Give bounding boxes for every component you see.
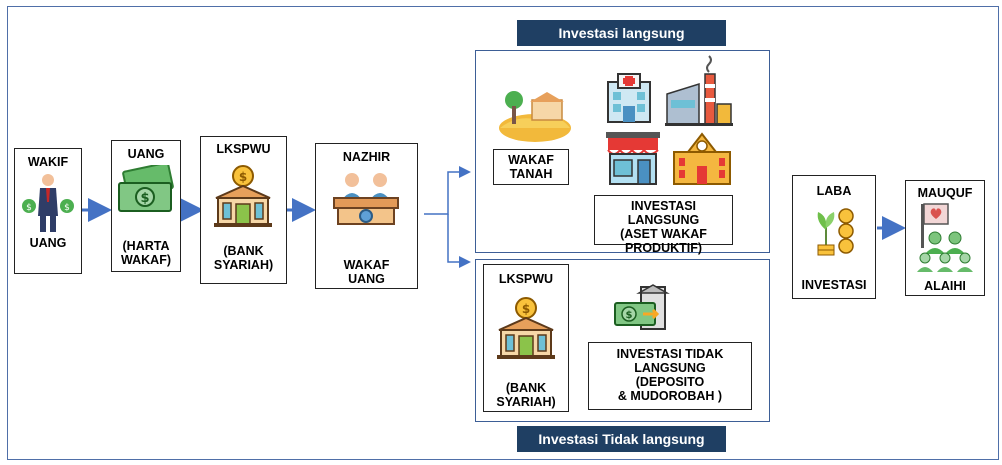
svg-text:$: $	[64, 203, 70, 213]
bank-icon: $	[214, 165, 272, 227]
uang-title: UANG	[127, 147, 165, 161]
wakif-caption: UANG	[29, 236, 67, 250]
direct-assets-label: INVESTASI LANGSUNG (ASET WAKAF PRODUKTIF…	[620, 199, 707, 255]
indirect-investment-label: INVESTASI TIDAK LANGSUNG (DEPOSITO & MUD…	[616, 347, 724, 403]
svg-text:$: $	[26, 203, 32, 213]
svg-text:$: $	[522, 302, 530, 316]
indirect-investment-banner: Investasi Tidak langsung	[517, 426, 726, 452]
laba-caption: INVESTASI	[801, 278, 867, 292]
mauquf-caption: ALAIHI	[924, 279, 966, 293]
laba-box	[792, 175, 876, 299]
land-icon	[499, 91, 571, 142]
diagram-frame	[7, 6, 999, 460]
arrow-nazhir-direct	[424, 166, 471, 215]
arrow-nazhir-indirect	[447, 214, 471, 268]
committee-icon	[333, 173, 399, 225]
uang-caption: (HARTA WAKAF)	[121, 239, 171, 267]
mauquf-box	[905, 180, 985, 296]
hospital-icon	[607, 73, 651, 123]
lkspwu-title: LKSPWU	[216, 142, 271, 156]
land-label: WAKAF TANAH	[508, 153, 554, 181]
mauquf-title: MAUQUF	[917, 186, 973, 200]
svg-text:$: $	[626, 310, 633, 321]
indirect-lkspwu-caption: (BANK SYARIAH)	[496, 381, 556, 409]
nazhir-title: NAZHIR	[342, 150, 391, 164]
laba-title: LABA	[816, 184, 852, 198]
direct-assets-box	[594, 195, 733, 245]
investor-icon: $ $	[22, 174, 74, 232]
profit-coins-icon	[817, 208, 854, 256]
deposit-icon: $	[614, 284, 670, 330]
indirect-lkspwu-title: LKSPWU	[498, 272, 554, 286]
factory-icon	[665, 55, 733, 126]
shop-icon	[606, 132, 660, 185]
money-icon: $	[118, 165, 174, 212]
direct-investment-banner: Investasi langsung	[517, 20, 726, 46]
wakif-title: WAKIF	[27, 155, 69, 169]
land-box	[493, 149, 569, 185]
school-icon	[673, 132, 731, 185]
svg-text:$: $	[239, 170, 247, 184]
lkspwu-caption: (BANK SYARIAH)	[213, 244, 274, 272]
beneficiaries-icon	[917, 203, 973, 272]
svg-text:$: $	[140, 191, 149, 206]
bank-icon: $	[497, 297, 555, 359]
indirect-investment-label-box	[588, 342, 752, 410]
nazhir-caption: WAKAF UANG	[343, 258, 390, 286]
